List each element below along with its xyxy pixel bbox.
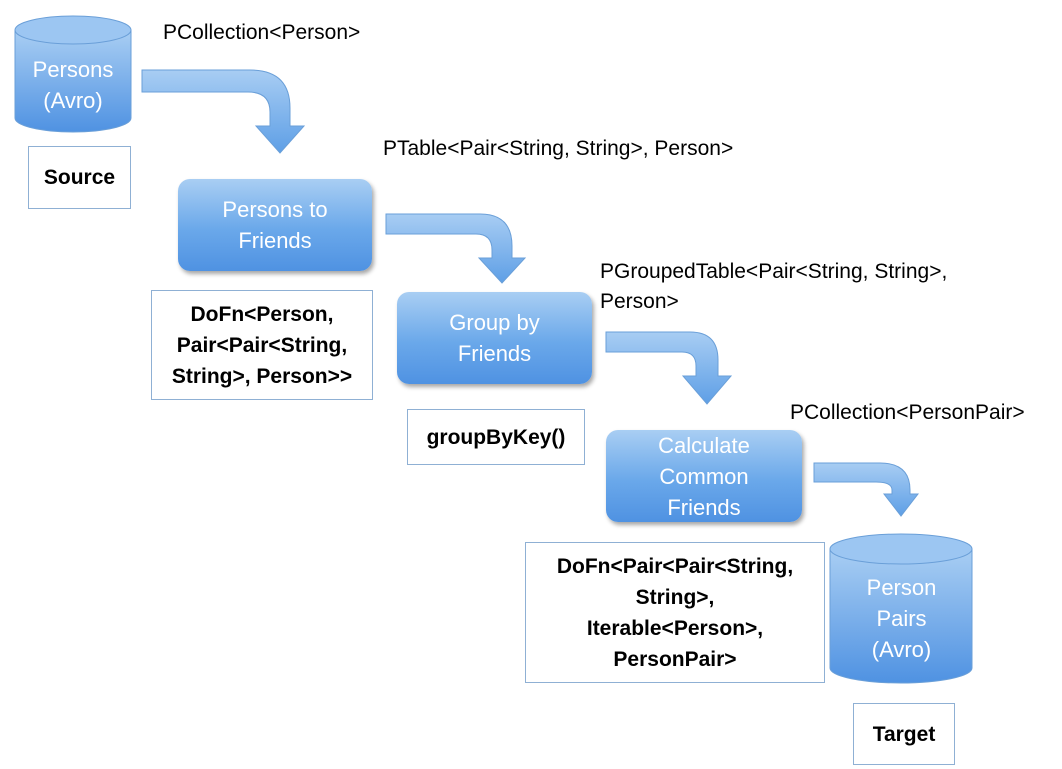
database-icon [829, 533, 973, 684]
arrow-4 [813, 462, 920, 517]
note-3-line-3: Iterable<Person>, [586, 616, 764, 640]
note-dofn-pair: DoFn<Pair<Pair<String, String>, Iterable… [525, 542, 825, 683]
note-2-line-1: groupByKey() [426, 425, 566, 449]
step-2-line-1: Group by [449, 310, 540, 335]
source-db-label-line-1: Persons [32, 57, 114, 82]
note-1-line-1: DoFn<Person, [190, 302, 334, 326]
type-label-pcollection-person: PCollection<Person> [163, 21, 361, 44]
type-label-pcollection-personpair: PCollection<PersonPair> [790, 401, 1025, 424]
target-db-label-line-1: Person [866, 575, 937, 600]
target-db-label-line-2: Pairs [876, 606, 927, 631]
step-calculate-common-friends: Calculate Common Friends [606, 430, 802, 522]
note-groupbykey: groupByKey() [407, 409, 585, 465]
step-1-line-2: Friends [238, 228, 312, 253]
type-label-pgroupedtable: PGroupedTable<Pair<String, String>, Pers… [600, 260, 948, 313]
arrow-3 [605, 331, 733, 405]
step-persons-to-friends: Persons to Friends [178, 179, 372, 271]
type-label-ptable: PTable<Pair<String, String>, Person> [383, 137, 734, 160]
step-2-line-2: Friends [457, 341, 532, 366]
step-group-by-friends: Group by Friends [397, 292, 592, 384]
note-3-line-1: DoFn<Pair<Pair<String, [556, 554, 794, 578]
target-database: Person Pairs (Avro) [829, 532, 974, 685]
source-database: Persons (Avro) [14, 14, 132, 134]
source-note: Source [28, 146, 131, 209]
note-dofn-person: DoFn<Person, Pair<Pair<String, String>, … [151, 290, 373, 400]
arrow-2 [385, 213, 527, 284]
database-icon [14, 15, 132, 133]
target-db-label-line-3: (Avro) [871, 637, 932, 662]
step-1-line-1: Persons to [222, 197, 328, 222]
note-1-line-3: String>, Person>> [171, 364, 353, 388]
note-3-line-4: PersonPair> [613, 647, 737, 671]
arrow-1 [141, 69, 306, 154]
note-3-line-2: String>, [635, 585, 715, 609]
step-3-line-3: Friends [667, 494, 741, 520]
source-db-label-line-2: (Avro) [43, 88, 103, 113]
step-3-line-2: Common [659, 463, 749, 489]
target-note: Target [853, 703, 955, 765]
source-note-text: Source [43, 166, 116, 189]
step-3-line-1: Calculate [658, 432, 750, 458]
target-note-text: Target [872, 722, 936, 746]
note-1-line-2: Pair<Pair<String, [176, 333, 348, 357]
